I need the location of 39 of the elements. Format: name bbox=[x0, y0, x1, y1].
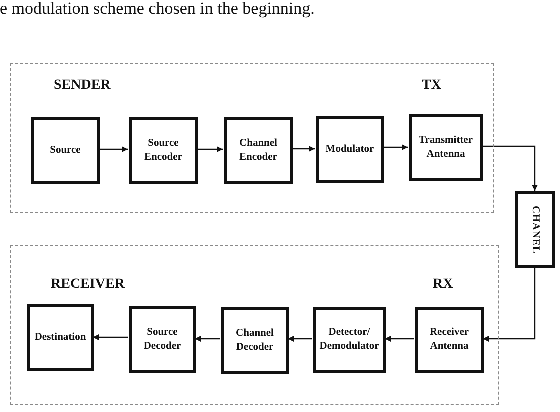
process-box bbox=[415, 307, 484, 373]
dashed-group-box bbox=[10, 245, 499, 405]
box-label: Transmitter Antenna bbox=[418, 134, 474, 162]
box-label: Receiver Antenna bbox=[428, 326, 470, 354]
process-box bbox=[221, 307, 289, 374]
arrow bbox=[288, 336, 312, 342]
body-text: e modulation scheme chosen in the beginning. bbox=[0, 0, 315, 18]
process-box bbox=[316, 116, 384, 183]
box-label: Destination bbox=[34, 330, 86, 344]
arrow bbox=[292, 146, 315, 152]
box-label: Detector/ Demodulator bbox=[318, 326, 380, 354]
box-label: Source Decoder bbox=[142, 326, 182, 354]
arrow bbox=[385, 336, 414, 342]
process-box bbox=[515, 191, 555, 268]
box-label: Channel Decoder bbox=[235, 326, 275, 354]
arrow bbox=[93, 334, 128, 340]
process-box bbox=[224, 117, 293, 184]
box-label: Source bbox=[50, 144, 81, 158]
arrow bbox=[99, 146, 128, 152]
box-label: Source Encoder bbox=[144, 136, 184, 164]
group-heading: RX bbox=[433, 277, 454, 293]
process-box bbox=[409, 114, 483, 181]
process-box bbox=[129, 306, 196, 373]
arrow bbox=[383, 144, 408, 150]
box-label: Modulator bbox=[326, 142, 374, 156]
group-heading: RECEIVER bbox=[51, 277, 125, 293]
arrow bbox=[195, 336, 220, 342]
group-heading: SENDER bbox=[54, 78, 111, 94]
arrow bbox=[197, 146, 223, 152]
vertical-label: CHANEL bbox=[529, 206, 542, 254]
arrow bbox=[483, 268, 536, 342]
arrow bbox=[482, 146, 538, 191]
process-box bbox=[27, 304, 94, 371]
process-box bbox=[31, 117, 100, 184]
group-heading: TX bbox=[422, 78, 442, 94]
process-box bbox=[313, 307, 386, 373]
process-box bbox=[129, 117, 198, 184]
box-label: Channel Encoder bbox=[238, 136, 278, 164]
dashed-group-box bbox=[10, 63, 494, 213]
